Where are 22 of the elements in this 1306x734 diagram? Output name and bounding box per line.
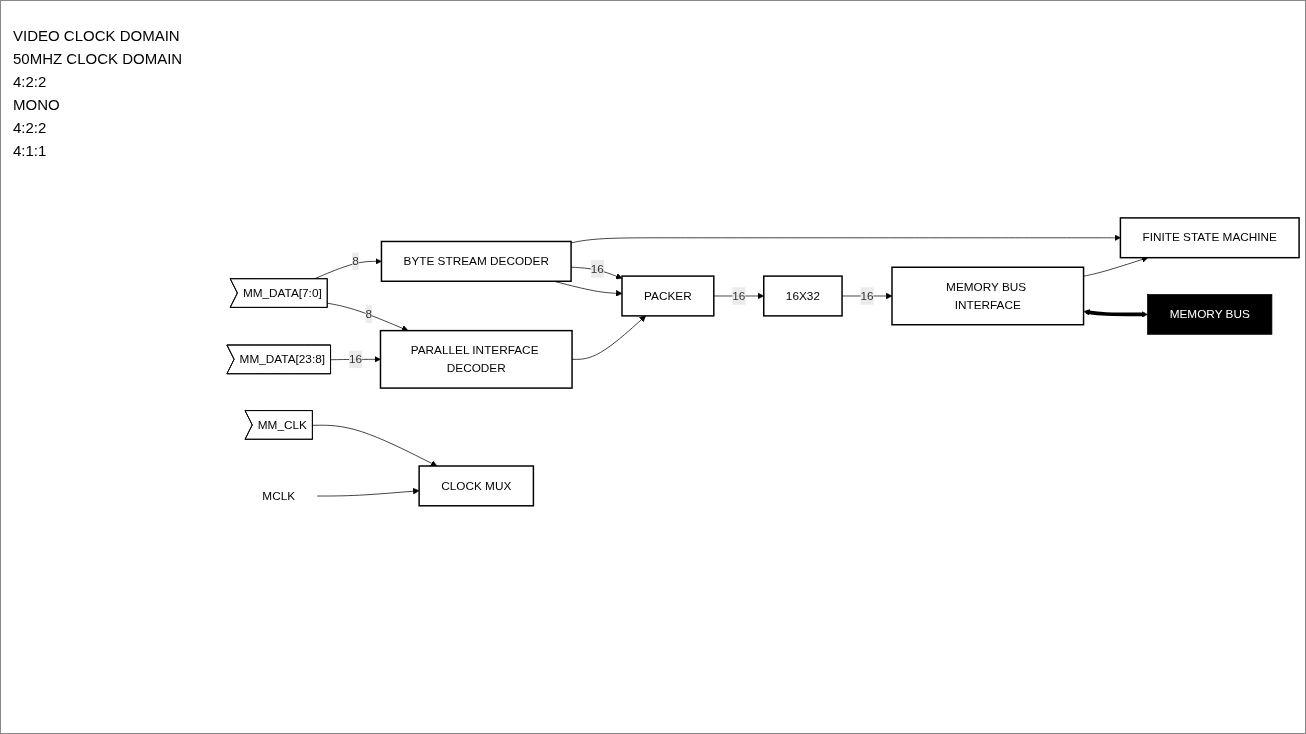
arrow xyxy=(1083,309,1148,318)
edge-label: 16 xyxy=(590,262,604,275)
edge-label: 8 xyxy=(365,307,372,321)
note-label: 4:2:2 xyxy=(13,119,48,136)
edge-label: 16 xyxy=(732,289,746,302)
note-label: 4:2:2 xyxy=(13,73,48,90)
edge-label: 16 xyxy=(348,352,363,366)
note-label: VIDEO CLOCK DOMAIN xyxy=(13,27,181,44)
edge-label: 8 xyxy=(352,254,359,268)
node-box: MEMORY BUS INTERFACE xyxy=(891,266,1085,326)
note-label: 50MHZ CLOCK DOMAIN xyxy=(13,50,184,67)
node-box: FINITE STATE MACHINE xyxy=(1119,217,1300,259)
edge-label: 16 xyxy=(860,289,874,302)
node-text: MCLK xyxy=(262,489,296,503)
node-box: PARALLEL INTERFACE DECODER xyxy=(379,329,573,389)
node-box: BYTE STREAM DECODER xyxy=(380,240,572,283)
node-box: CLOCK MUX xyxy=(418,465,535,507)
node-box: 16X32 xyxy=(763,275,843,317)
node-box: MEMORY BUS xyxy=(1147,294,1273,335)
note-label: MONO xyxy=(13,96,61,113)
node-box: PACKER xyxy=(621,275,715,317)
note-label: 4:1:1 xyxy=(13,142,48,159)
